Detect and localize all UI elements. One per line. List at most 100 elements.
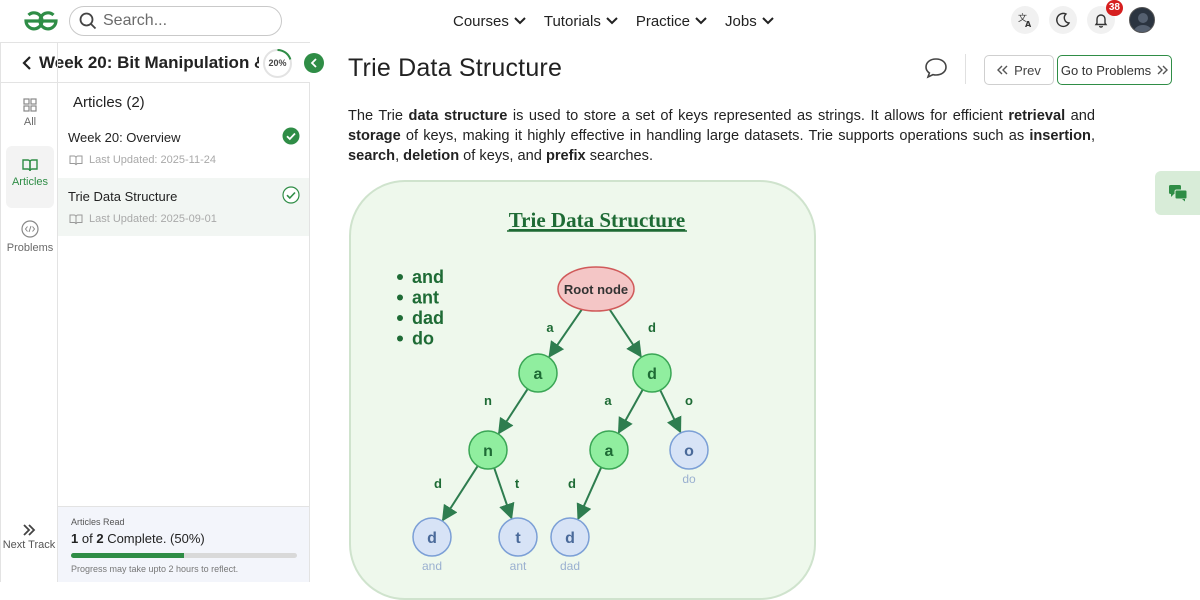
menu-jobs[interactable]: Jobs	[725, 13, 774, 30]
progress-count: 1 of 2 Complete. (50%)	[71, 531, 205, 546]
trie-edge-d-a	[617, 389, 644, 434]
open-book-icon	[69, 214, 83, 224]
progress-ring-graphic	[263, 49, 292, 78]
trie-leaf-node	[498, 517, 538, 557]
rail-problems-label: Problems	[6, 242, 54, 254]
word-bullet	[397, 294, 403, 301]
paragraph-bold-term: retrieval	[1008, 108, 1066, 124]
trie-leaf-node	[669, 430, 709, 470]
word-bullet	[397, 335, 403, 342]
menu-courses-label: Courses	[453, 12, 509, 30]
progress-bar	[71, 553, 297, 558]
chat-button[interactable]	[1155, 171, 1200, 215]
notifications-button[interactable]: 38	[1087, 0, 1123, 34]
articles-heading: Articles (2)	[73, 94, 145, 111]
notification-count-badge: 38	[1105, 0, 1123, 16]
trie-edge-a-n	[498, 388, 529, 435]
paragraph-bold-term: data structure	[408, 108, 508, 124]
trie-node	[632, 353, 672, 393]
grid-icon	[23, 98, 37, 112]
chevron-down-icon	[761, 17, 774, 25]
dark-mode-toggle[interactable]	[1049, 6, 1077, 34]
paragraph-text: ,	[395, 148, 404, 164]
progress-note: Progress may take upto 2 hours to reflec…	[71, 564, 239, 574]
back-chevron-icon[interactable]	[22, 55, 32, 71]
next-track-label: Next Track	[2, 539, 56, 551]
leaf-word-label: ant	[510, 559, 527, 573]
user-avatar[interactable]	[1129, 7, 1155, 33]
progress-count-suffix: Complete. (50%)	[107, 531, 205, 546]
trie-node	[518, 353, 558, 393]
menu-practice-label: Practice	[635, 12, 691, 30]
paragraph-text: The Trie	[348, 108, 409, 124]
rail-problems[interactable]: Problems	[1, 220, 59, 254]
translate-button[interactable]: 文 A	[1011, 6, 1039, 34]
word-list-item: do	[412, 329, 434, 349]
trie-leaf-node	[412, 517, 452, 557]
articles-panel: Articles (2) Week 20: Overview Last Upda…	[58, 83, 310, 582]
prev-label: Prev	[1014, 62, 1041, 78]
menu-courses[interactable]: Courses	[453, 13, 526, 30]
search-box[interactable]: Search...	[69, 6, 282, 36]
word-list-item: dad	[412, 308, 444, 328]
paragraph-bold-term: search	[348, 148, 396, 164]
trie-edge-n-t	[493, 467, 515, 520]
menu-jobs-label: Jobs	[725, 12, 757, 30]
word-list-item: and	[412, 267, 444, 287]
article-updated: Last Updated: 2025-11-24	[89, 154, 216, 166]
track-title[interactable]: Week 20: Bit Manipulation & T...	[39, 53, 259, 72]
article-item-overview[interactable]: Week 20: Overview Last Updated: 2025-11-…	[58, 119, 309, 177]
svg-text:A: A	[1025, 20, 1032, 28]
word-list-item: ant	[412, 288, 439, 308]
left-icon-rail: All Articles Problems	[0, 42, 58, 582]
trie-edge-a-d	[576, 466, 603, 521]
trie-edge-d-o	[659, 389, 682, 434]
next-track-button[interactable]: Next Track	[0, 524, 58, 551]
progress-label: Articles Read	[71, 517, 125, 527]
nav-icon-group: 文 A 38	[1011, 0, 1155, 34]
diagram-title: Trie Data Structure	[509, 208, 686, 232]
paragraph-text: of keys, making it highly effective in h…	[400, 128, 1030, 144]
menu-tutorials[interactable]: Tutorials	[544, 13, 618, 30]
open-book-icon	[69, 155, 83, 165]
site-logo[interactable]	[20, 9, 62, 33]
trie-node-label: a	[534, 366, 543, 383]
paragraph-text: ,	[1090, 128, 1095, 144]
toolbar-divider	[965, 54, 966, 84]
root-node	[557, 266, 635, 312]
root-node-label: Root node	[564, 282, 628, 297]
search-icon	[79, 12, 97, 30]
collapse-sidebar-button[interactable]	[304, 53, 324, 73]
word-bullet	[397, 274, 403, 280]
bell-icon	[1094, 14, 1108, 28]
edge-label: o	[685, 393, 693, 408]
comment-icon[interactable]	[924, 57, 948, 79]
article-content: Trie Data Structure Prev Go to Problems …	[310, 42, 1200, 600]
rail-all[interactable]: All	[1, 98, 59, 128]
edge-label: a	[604, 393, 612, 408]
trie-node-label: d	[565, 530, 575, 547]
avatar-image	[1133, 13, 1153, 32]
paragraph-bold-term: insertion	[1029, 128, 1091, 144]
progress-count-of: of	[81, 531, 93, 546]
chevron-down-icon	[606, 17, 618, 25]
paragraph-bold-term: prefix	[545, 148, 586, 164]
menu-practice[interactable]: Practice	[636, 13, 707, 30]
trie-node	[468, 430, 508, 470]
article-item-trie[interactable]: Trie Data Structure Last Updated: 2025-0…	[58, 178, 309, 236]
go-to-problems-button[interactable]: Go to Problems	[1057, 55, 1172, 85]
rail-articles[interactable]: Articles	[6, 146, 54, 208]
progress-bar-fill	[71, 553, 184, 558]
trie-edge-n-d	[441, 465, 479, 522]
rail-all-label: All	[23, 116, 37, 128]
trie-leaf-node	[550, 517, 590, 557]
paragraph-text: is used to store a set of keys represent…	[507, 108, 1009, 124]
search-placeholder: Search...	[103, 12, 168, 29]
prev-button[interactable]: Prev	[984, 55, 1054, 85]
trie-node	[589, 430, 629, 470]
leaf-word-label: dad	[560, 559, 580, 573]
trie-edge-root-d	[607, 306, 642, 358]
track-header: Week 20: Bit Manipulation & T... 20%	[0, 42, 310, 83]
